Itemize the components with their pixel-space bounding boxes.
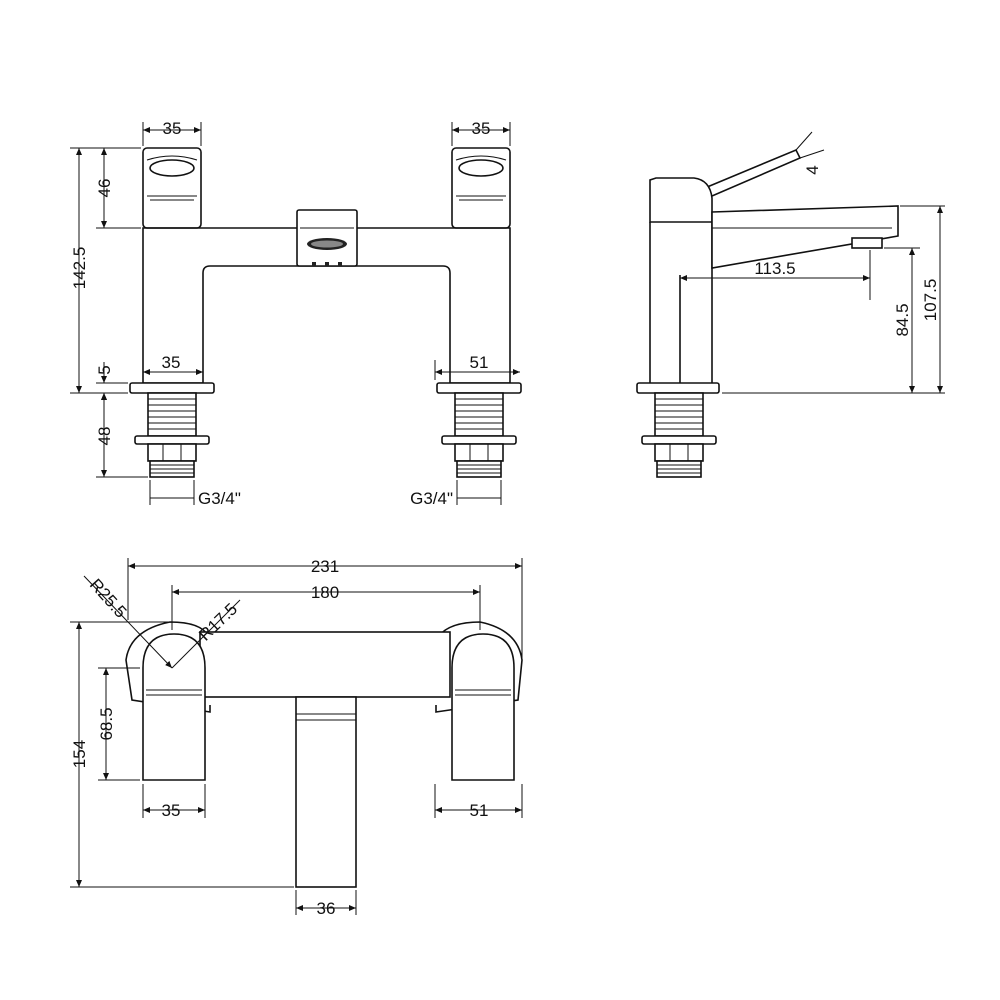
dim-front-overall-height: 142.5: [70, 147, 128, 394]
label-handle-height: 46: [95, 179, 114, 198]
dim-thread-left: G3/4": [149, 480, 241, 508]
label-thread-left: G3/4": [198, 489, 241, 508]
top-body: [199, 631, 451, 698]
dim-overall-width: 231: [127, 557, 523, 660]
label-outer-radius: R25.5: [86, 575, 130, 621]
front-right-fitting: [436, 382, 522, 478]
dim-front-handle-width-left: 35: [142, 119, 202, 146]
front-spout-outlet: [296, 209, 358, 267]
label-top-handle-width-left: 35: [162, 801, 181, 820]
label-overall-depth: 154: [70, 740, 89, 768]
dim-spout-width: 36: [295, 890, 357, 918]
front-body: [142, 227, 511, 384]
label-overall-height: 142.5: [70, 247, 89, 290]
label-thread-right: G3/4": [410, 489, 453, 508]
dim-front-handle-width-right: 35: [451, 119, 511, 146]
front-right-handle: [451, 147, 511, 229]
label-handle-depth: 68.5: [97, 707, 116, 740]
dim-spout-reach: 113.5: [679, 250, 871, 300]
side-fitting: [641, 392, 717, 478]
dim-handle-depth: 68.5: [97, 667, 140, 781]
top-left-handle: [142, 633, 206, 781]
side-cap: [649, 177, 713, 223]
side-base: [636, 382, 720, 394]
dim-front-shank-length: 48: [95, 393, 148, 478]
dim-front-handle-height: 46: [95, 147, 141, 229]
label-body-width-left: 35: [162, 353, 181, 372]
side-spout: [711, 205, 899, 269]
dim-centres: 180: [171, 583, 481, 630]
dim-front-body-width-left: 35: [143, 353, 203, 375]
label-base-thickness: 5: [95, 365, 114, 374]
dim-spout-top-height: 107.5: [900, 205, 945, 393]
top-left-rose: [125, 621, 211, 713]
label-centres: 180: [311, 583, 339, 602]
top-view: 231 180 R25.5 R17.5 68.5 154: [70, 557, 523, 918]
dim-spout-outlet-height: 84.5: [722, 247, 945, 394]
label-body-width-right: 51: [470, 353, 489, 372]
front-left-handle: [142, 147, 202, 229]
side-view: 4 113.5 84.5 107.5: [636, 131, 945, 478]
top-right-handle: [451, 633, 515, 781]
label-top-handle-width-right: 51: [470, 801, 489, 820]
side-lever: [698, 148, 802, 197]
label-shank-length: 48: [95, 427, 114, 446]
dim-top-handle-width-left: 35: [142, 784, 206, 820]
dim-front-body-width-right: 51: [434, 353, 520, 380]
side-aerator: [851, 237, 883, 249]
label-spout-reach: 113.5: [754, 259, 795, 278]
label-top-height: 107.5: [921, 279, 940, 322]
top-spout: [295, 696, 357, 888]
front-left-fitting: [129, 382, 215, 478]
label-lever-thickness: 4: [803, 165, 822, 174]
label-outlet-height: 84.5: [893, 303, 912, 336]
label-spout-width: 36: [317, 899, 336, 918]
label-handle-width-left: 35: [163, 119, 182, 138]
side-body: [649, 222, 713, 383]
label-overall-width: 231: [311, 557, 339, 576]
dim-lever-thickness: 4: [795, 131, 825, 175]
dim-thread-right: G3/4": [410, 480, 502, 508]
dim-top-handle-width-right: 51: [434, 784, 523, 820]
dim-overall-depth: 154: [70, 621, 294, 888]
front-view: 35 35 46 142.5 5 48: [70, 119, 522, 508]
label-handle-width-right: 35: [472, 119, 491, 138]
dim-front-base-thickness: 5: [95, 362, 128, 414]
